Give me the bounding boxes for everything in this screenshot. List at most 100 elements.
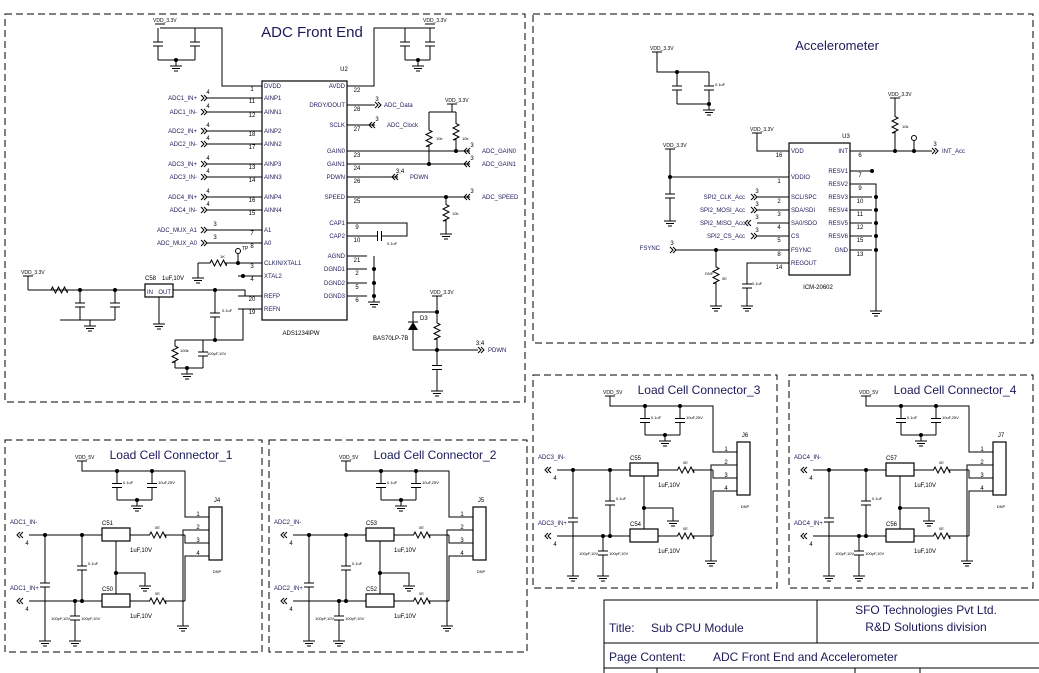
capacitor-icon [112, 471, 122, 500]
capacitor-icon [198, 340, 208, 368]
net-port-icon [200, 173, 208, 181]
resistor-icon [658, 465, 713, 475]
ground-icon [923, 515, 935, 527]
wire [81, 461, 209, 518]
ground-icon [441, 620, 453, 632]
resistor-value: 1K [220, 254, 225, 259]
pin-number: 1 [196, 512, 200, 518]
wire [710, 464, 718, 555]
power-symbol: VDD_3.3V [663, 143, 687, 150]
pin-name: AINP2 [264, 129, 282, 135]
pin-number: 1 [980, 447, 984, 453]
net-label: ADC2_IN+ [274, 586, 303, 592]
junction-dot [78, 288, 82, 292]
junction-dot [678, 404, 682, 408]
junction-dot [643, 404, 647, 408]
chevron [368, 121, 373, 129]
pin-number: 1 [460, 512, 464, 518]
wire [160, 27, 238, 87]
sheet-ref: 4 [289, 607, 293, 613]
diode-icon [408, 322, 418, 330]
power-symbol: VDD_5V [859, 390, 879, 397]
resistor-body [451, 112, 461, 151]
net-port-icon [200, 239, 208, 247]
pin-name: AINN4 [264, 208, 282, 214]
accelerometer: AccelerometerU3ICM-20602VDD16VDDIO1SCL/S… [640, 38, 965, 317]
wire [609, 396, 737, 453]
net-label: ADC2_IN+ [168, 129, 197, 135]
cap-value: 100pF,10V [579, 551, 598, 556]
adc-chip-u2 [261, 80, 348, 321]
pin-name: AINN3 [264, 175, 282, 181]
sheet-ref: 3 [213, 235, 217, 241]
pin-number: 1 [250, 87, 254, 93]
capacitor-icon [568, 470, 578, 570]
ground-icon [567, 570, 579, 582]
pin-number: 2 [724, 460, 728, 466]
test-point-icon[interactable] [235, 248, 241, 254]
connector-ref: J7 [998, 433, 1005, 439]
connector-J4 [208, 506, 223, 561]
capacitor-icon [675, 406, 685, 435]
connector-J6 [736, 441, 751, 496]
chevron [463, 160, 468, 168]
sheet-ref: 3 [933, 142, 937, 148]
net-label: ADC3_IN+ [538, 521, 567, 527]
cap-value: 0.1uF [387, 480, 398, 485]
test-point-icon[interactable] [911, 135, 917, 141]
pin-number: 9 [858, 186, 862, 192]
section-title-connector: Load Cell Connector_2 [374, 448, 497, 462]
resistor-icon [914, 465, 969, 475]
ground-icon [39, 635, 51, 647]
pin-number: 1 [777, 179, 781, 185]
power-label: VDD_3.3V [750, 127, 774, 133]
resistor-body [432, 312, 442, 350]
chevron [800, 466, 805, 474]
chevron [931, 147, 936, 155]
wire [367, 222, 408, 237]
chevron [750, 232, 755, 240]
resistor-value: 10k [462, 136, 468, 141]
connector-ref: J5 [478, 498, 485, 504]
net-port-icon [477, 346, 485, 354]
sheet-ref: 4 [206, 202, 210, 208]
power-symbol: VDD_3.3V [153, 18, 177, 25]
resistor-value: 0E [419, 525, 424, 530]
pin-name: VDD [791, 149, 804, 155]
pin-number: 22 [354, 88, 361, 94]
pin-number: 12 [857, 225, 864, 231]
pin-name: CAP2 [329, 234, 345, 240]
capacitor-icon [75, 290, 85, 320]
net-port-icon [800, 532, 808, 540]
sensor-C50 [101, 593, 131, 608]
ground-icon [131, 500, 143, 512]
section-title-connector: Load Cell Connector_1 [110, 448, 233, 462]
chip-ref: U3 [842, 134, 850, 140]
pin-number: 2 [980, 460, 984, 466]
net-port-icon [744, 219, 752, 227]
pin-number: 9 [355, 225, 359, 231]
pin-number: 3 [724, 473, 728, 479]
capacitor-icon [376, 471, 386, 500]
power-symbol: VDD_5V [339, 455, 359, 462]
power-symbol: VDD_3.3V [430, 290, 454, 297]
ground-icon [703, 104, 715, 116]
capacitor-icon [861, 470, 871, 536]
junction-dot [874, 221, 878, 225]
pin-name: XTAL2 [264, 274, 283, 280]
sheet-ref: 3 [470, 189, 474, 195]
section-title-accel: Accelerometer [795, 38, 879, 53]
junction-dot [934, 404, 938, 408]
pin-name: OUT [158, 290, 171, 296]
sensor-C51 [101, 527, 131, 542]
diode-ref: D3 [420, 316, 428, 322]
connector-J5 [472, 506, 487, 561]
chevron [203, 173, 208, 181]
power-symbol: VDD_3.3V [650, 46, 674, 53]
pin-name: FSYNC [791, 248, 812, 254]
net-port-icon [374, 101, 382, 109]
net-label: ADC4_IN- [170, 208, 197, 214]
adc-front-end: ADC Front EndU2ADS1234IPWDVDD1AINP111AIN… [21, 18, 519, 397]
net-label: PDWN [488, 348, 506, 354]
